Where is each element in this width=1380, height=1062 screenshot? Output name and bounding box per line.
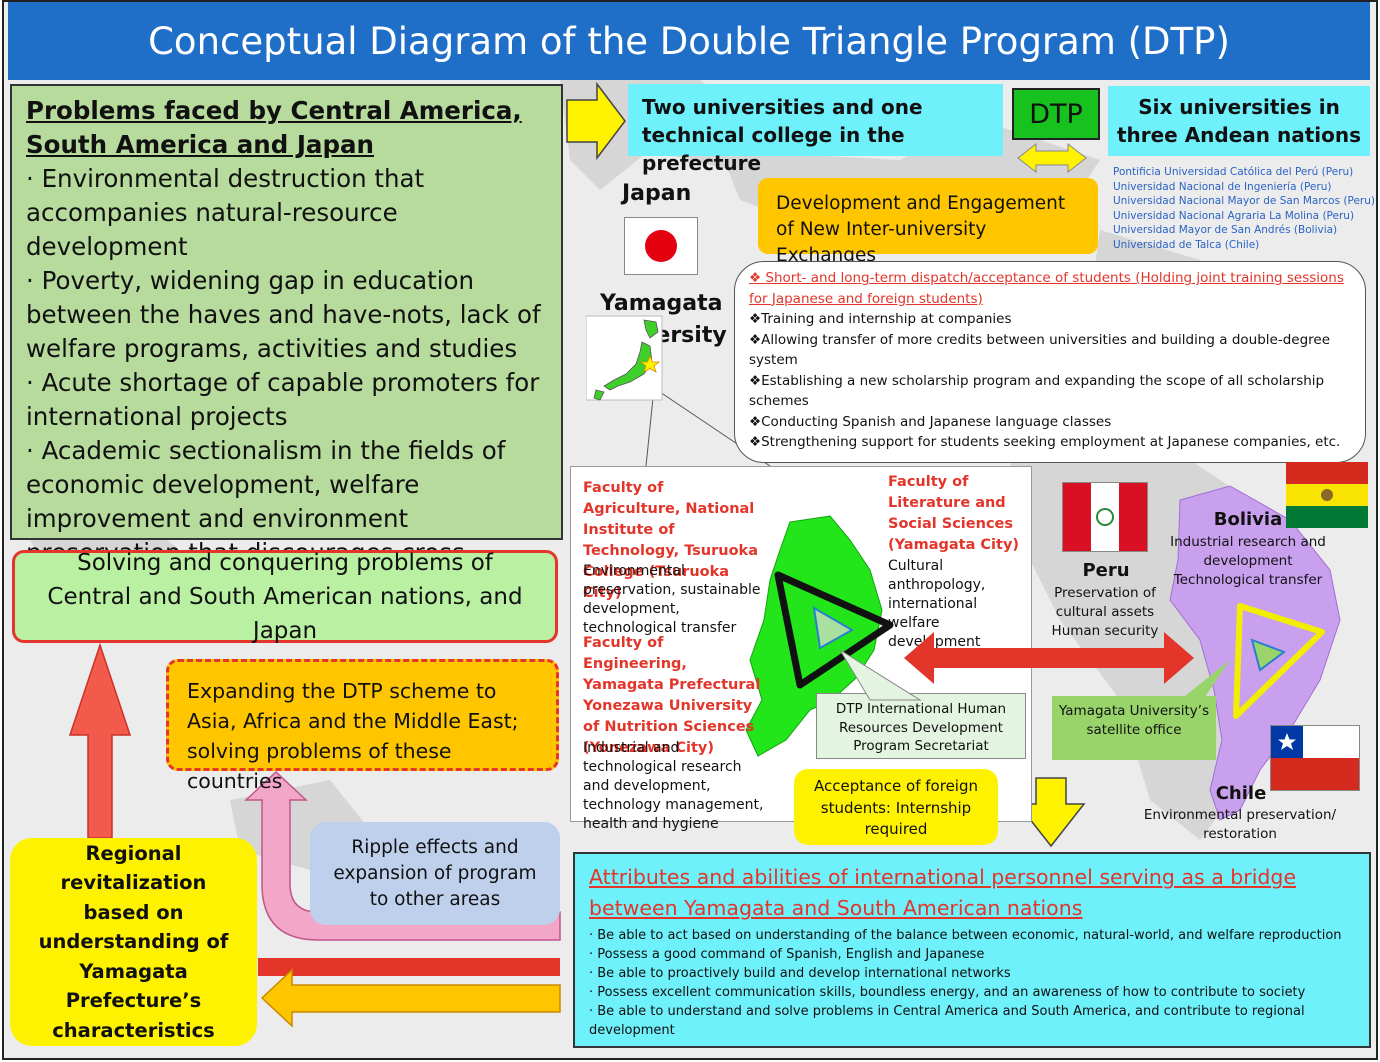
activities-box: ❖ Short- and long-term dispatch/acceptan…	[734, 261, 1366, 463]
attributes-list: · Be able to act based on understanding …	[589, 926, 1355, 1040]
regional-box: Regional revitalization based on underst…	[10, 838, 257, 1046]
bolivia-label: Bolivia	[1213, 509, 1283, 530]
university-list: Pontificia Universidad Católica del Perú…	[1113, 165, 1378, 252]
problem-item: · Poverty, widening gap in education bet…	[26, 266, 541, 363]
peru-flag-icon	[1062, 482, 1148, 552]
andes-triangle	[1233, 603, 1325, 719]
problem-item: · Acute shortage of capable promoters fo…	[26, 368, 540, 431]
attribute-item: · Possess a good command of Spanish, Eng…	[589, 947, 985, 962]
red-double-arrow	[904, 632, 1194, 684]
andes-triangle-inner	[1250, 638, 1287, 672]
attribute-item: · Be able to understand and solve proble…	[589, 1004, 1305, 1038]
activity-item: ❖Training and internship at companies	[749, 311, 1012, 327]
six-universities-text: Six universities in three Andean nations	[1116, 95, 1362, 147]
problem-item: · Environmental destruction that accompa…	[26, 164, 425, 261]
peru-label: Peru	[1082, 560, 1130, 581]
acceptance-box: Acceptance of foreign students: Internsh…	[794, 769, 998, 845]
yellow-down-arrow	[1016, 777, 1086, 848]
university-item: Universidad de Talca (Chile)	[1113, 238, 1260, 251]
orange-left-arrow	[260, 968, 561, 1028]
yellow-right-arrow	[566, 81, 626, 161]
faculty-engineering-name: Faculty of Engineering, Yamagata Prefect…	[583, 635, 761, 756]
faculty-literature-name: Faculty of Literature and Social Science…	[888, 474, 1020, 553]
japan-triangle-inner	[812, 606, 855, 650]
expanding-text: Expanding the DTP scheme to Asia, Africa…	[187, 679, 519, 793]
two-universities-box: Two universities and one technical colle…	[628, 84, 1003, 175]
university-item: Universidad Nacional Agraria La Molina (…	[1113, 209, 1355, 222]
problems-heading: Problems faced by Central America, South…	[26, 96, 522, 159]
six-universities-box: Six universities in three Andean nations	[1108, 86, 1370, 156]
chile-label: Chile	[1215, 783, 1267, 804]
activity-highlight: ❖ Short- and long-term dispatch/acceptan…	[749, 270, 1344, 307]
attribute-item: · Be able to act based on understanding …	[589, 928, 1342, 943]
two-universities-text: Two universities and one technical colle…	[642, 95, 923, 175]
acceptance-text: Acceptance of foreign students: Internsh…	[813, 777, 978, 838]
chile-desc: Environmental preservation/ restoration	[1143, 807, 1337, 842]
development-box: Development and Engagement of New Inter-…	[758, 178, 1098, 266]
secretariat-text: DTP International Human Resources Develo…	[835, 701, 1007, 754]
japan-map-icon	[586, 315, 663, 401]
peru-desc: Preservation of cultural assets Human se…	[1051, 585, 1159, 639]
bolivia-flag-icon	[1286, 462, 1368, 528]
development-text: Development and Engagement of New Inter-…	[776, 193, 1066, 266]
activity-item: ❖Strengthening support for students seek…	[749, 434, 1341, 450]
university-item: Universidad Mayor de San Andrés (Bolivia…	[1113, 224, 1338, 236]
university-item: Universidad Nacional de Ingeniería (Peru…	[1113, 180, 1332, 193]
regional-text: Regional revitalization based on underst…	[38, 841, 229, 1042]
solving-box: Solving and conquering problems of Centr…	[12, 550, 558, 644]
ripple-box: Ripple effects and expansion of program …	[310, 822, 560, 925]
faculty-literature-desc: Cultural anthropology, international wel…	[888, 558, 986, 650]
attributes-heading: Attributes and abilities of internationa…	[589, 865, 1297, 920]
double-arrow	[1017, 142, 1087, 174]
chile-flag-icon	[1270, 725, 1360, 791]
attributes-box: Attributes and abilities of internationa…	[573, 852, 1371, 1048]
attribute-item: · Be able to proactively build and devel…	[589, 966, 1011, 981]
japan-flag-icon	[624, 217, 698, 275]
activity-item: ❖Allowing transfer of more credits betwe…	[749, 331, 1331, 369]
page-title: Conceptual Diagram of the Double Triangl…	[8, 2, 1370, 80]
expanding-box: Expanding the DTP scheme to Asia, Africa…	[166, 659, 559, 793]
red-band	[258, 958, 560, 976]
red-up-arrow	[68, 642, 132, 839]
bolivia-desc: Industrial research and development Tech…	[1170, 534, 1326, 588]
university-item: Universidad Nacional Mayor de San Marcos…	[1113, 195, 1375, 207]
activity-item: ❖Conducting Spanish and Japanese languag…	[749, 413, 1112, 430]
problems-box: Problems faced by Central America, South…	[10, 84, 563, 601]
faculty-agriculture-name: Faculty of Agriculture, National Institu…	[583, 480, 758, 601]
faculty-agriculture-desc: Environmental preservation, sustainable …	[583, 563, 761, 636]
satellite-office-box: Yamagata University’s satellite office	[1052, 696, 1216, 760]
university-item: Pontificia Universidad Católica del Perú…	[1113, 166, 1354, 178]
attribute-item: · Possess excellent communication skills…	[589, 985, 1306, 1000]
faculty-engineering-desc: Industrial and technological research an…	[583, 740, 764, 832]
secretariat-box: DTP International Human Resources Develo…	[816, 693, 1026, 759]
japan-label: Japan	[622, 181, 692, 206]
solving-text: Solving and conquering problems of Centr…	[47, 549, 523, 644]
satellite-text: Yamagata University’s satellite office	[1058, 703, 1210, 738]
activity-item: ❖Establishing a new scholarship program …	[749, 372, 1325, 410]
ripple-text: Ripple effects and expansion of program …	[333, 836, 537, 910]
dtp-badge: DTP	[1012, 88, 1100, 140]
